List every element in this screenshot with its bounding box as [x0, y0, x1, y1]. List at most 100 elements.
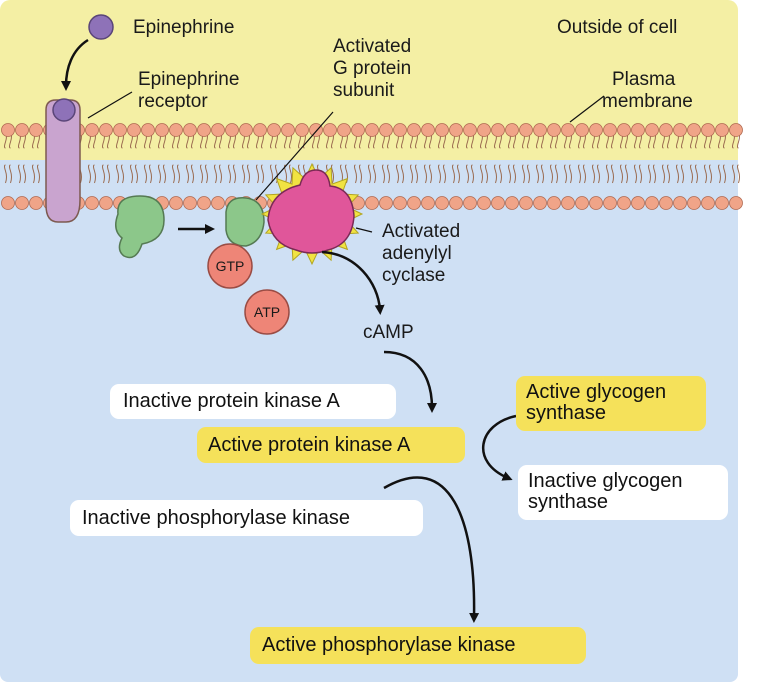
- lipid-tail: [653, 164, 656, 184]
- active-phosphorylase-kinase-box: Active phosphorylase kinase: [250, 627, 586, 664]
- bound-epinephrine: [52, 98, 76, 122]
- lipid-head: [239, 123, 253, 137]
- lipid-tail: [200, 164, 203, 184]
- lipid-head: [617, 123, 631, 137]
- lipid-tail: [88, 164, 91, 184]
- plasma-membrane-label: Plasma membrane: [602, 69, 693, 112]
- lipid-tail: [597, 164, 600, 184]
- lipid-tail: [480, 164, 483, 184]
- lipid-tail: [149, 164, 152, 184]
- lipid-tail: [424, 164, 427, 184]
- lipid-head: [211, 196, 225, 210]
- lipid-head: [99, 123, 113, 137]
- lipid-head: [701, 123, 715, 137]
- lipid-head: [365, 123, 379, 137]
- epinephrine-label: Epinephrine: [133, 17, 234, 38]
- g-protein-leader-line: [255, 111, 334, 201]
- lipid-tail: [331, 164, 334, 184]
- lipid-head: [407, 196, 421, 210]
- lipid-tail: [284, 164, 287, 184]
- lipid-tail: [578, 164, 581, 184]
- active-glycogen-synthase-label-line: Active glycogen: [526, 381, 667, 403]
- lipid-head: [379, 196, 393, 210]
- lipid-head: [715, 123, 729, 137]
- lipid-tail: [690, 164, 693, 184]
- lipid-tail: [205, 164, 208, 184]
- lipid-tail: [466, 164, 469, 184]
- lipid-head: [267, 123, 281, 137]
- lipid-tail: [158, 164, 161, 184]
- receptor-label-line: Epinephrine: [138, 69, 239, 90]
- lipid-head: [183, 123, 197, 137]
- lipid-tail: [116, 164, 119, 184]
- lipid-tail: [443, 164, 446, 184]
- atp-label: ATP: [254, 304, 280, 320]
- lipid-tail: [256, 164, 259, 184]
- lipid-head: [575, 123, 589, 137]
- lipid-head: [15, 196, 29, 210]
- lipid-head: [295, 123, 309, 137]
- lipid-tail: [499, 164, 502, 184]
- lipid-head: [631, 123, 645, 137]
- atp-molecule: [244, 289, 290, 335]
- lipid-head: [1, 196, 15, 210]
- inactive-glycogen-synthase-box: Inactive glycogen synthase: [518, 465, 728, 520]
- lipid-head: [421, 123, 435, 137]
- lipid-head: [337, 123, 351, 137]
- lipid-tail: [23, 164, 26, 184]
- phosphorylase-kinase-activation-arrow: [383, 476, 480, 623]
- lipid-head: [701, 196, 715, 210]
- lipid-head: [673, 123, 687, 137]
- gtp-molecule: [207, 243, 253, 289]
- lipid-tail: [368, 164, 371, 184]
- lipid-head: [645, 196, 659, 210]
- lipid-head: [547, 123, 561, 137]
- lipid-head: [169, 196, 183, 210]
- lipid-tail: [172, 164, 175, 184]
- lipid-tail: [508, 164, 511, 184]
- lipid-tail: [704, 164, 707, 184]
- lipid-tail: [121, 164, 124, 184]
- lipid-tail: [382, 164, 385, 184]
- plasma-membrane-bilayer: [1, 123, 743, 210]
- lipid-head: [407, 123, 421, 137]
- lipid-head: [183, 196, 197, 210]
- lipid-head: [253, 123, 267, 137]
- lipid-head: [127, 123, 141, 137]
- lipid-head: [85, 196, 99, 210]
- lipid-tail: [494, 164, 497, 184]
- lipid-tail: [639, 164, 642, 184]
- adenylyl-cyclase-label-line: cyclase: [382, 265, 445, 286]
- inactive-glycogen-synthase-label-line: Inactive glycogen: [528, 470, 683, 492]
- lipid-head: [379, 123, 393, 137]
- lipid-head: [659, 123, 673, 137]
- gtp-label: GTP: [216, 258, 245, 274]
- inactive-glycogen-synthase-label-line: synthase: [528, 491, 609, 513]
- lipid-tail: [471, 164, 474, 184]
- lipid-head: [519, 196, 533, 210]
- lipid-head: [225, 123, 239, 137]
- adenylyl-cyclase: [267, 169, 355, 254]
- lipid-tail: [32, 164, 35, 184]
- lipid-head: [505, 196, 519, 210]
- lipid-head: [603, 196, 617, 210]
- lipid-head: [449, 196, 463, 210]
- lipid-head: [519, 123, 533, 137]
- lipid-head: [463, 123, 477, 137]
- lipid-tail: [592, 164, 595, 184]
- receptor-leader-line: [87, 91, 133, 119]
- lipid-tail: [359, 164, 362, 184]
- lipid-tail: [401, 164, 404, 184]
- lipid-tail: [457, 164, 460, 184]
- plasma-membrane-label-line: Plasma: [612, 69, 676, 90]
- lipid-tail: [662, 164, 665, 184]
- lipid-head: [365, 196, 379, 210]
- lipid-tail: [611, 164, 614, 184]
- receptor-label: Epinephrine receptor: [138, 69, 245, 112]
- lipid-head: [603, 123, 617, 137]
- lipid-head: [687, 123, 701, 137]
- lipid-tail: [144, 164, 147, 184]
- lipid-tail: [289, 164, 292, 184]
- lipid-head: [421, 196, 435, 210]
